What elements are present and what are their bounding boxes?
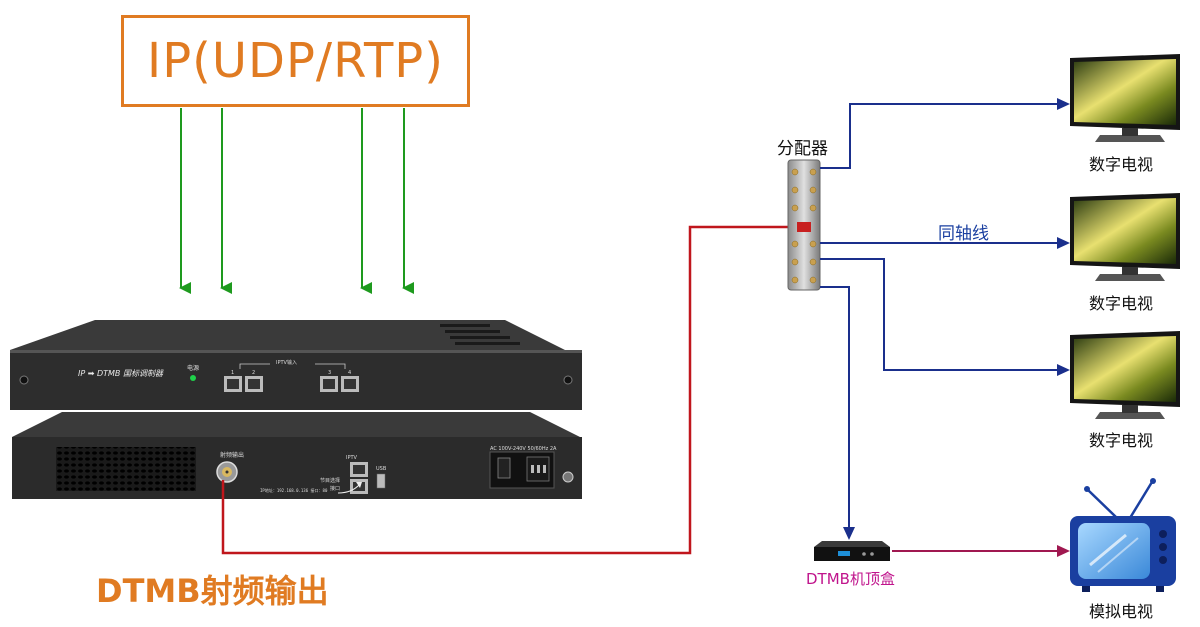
digital-tv-1-label: 数字电视 — [1089, 155, 1154, 174]
power-label: 电源 — [187, 364, 199, 372]
set-top-box-icon — [814, 541, 890, 561]
coax-label: 同轴线 — [938, 224, 989, 244]
arrow-head-icon — [1057, 545, 1070, 557]
ground-screw-icon — [562, 471, 574, 483]
rj45-port-icon — [224, 376, 242, 392]
rj45-port-icon — [320, 376, 338, 392]
iptv-label: IPTV — [346, 455, 358, 461]
arrow-head-icon — [843, 527, 855, 540]
ip-box-title: IP(UDP/RTP) — [147, 33, 444, 89]
port-number-4: 4 — [348, 370, 351, 376]
port-number-1: 1 — [231, 370, 234, 376]
usb-label: USB — [376, 466, 387, 472]
rf-output-label: DTMB射频输出 — [96, 572, 329, 610]
splitter-device — [787, 159, 821, 291]
brand-text: IP ➡ DTMB 国标调制器 — [78, 369, 164, 378]
power-led-icon — [190, 375, 196, 381]
port-number-2: 2 — [252, 370, 255, 376]
digital-tv-3-icon — [1070, 331, 1180, 419]
coax-line-stb — [820, 286, 850, 528]
arrow-head-icon — [1057, 237, 1070, 249]
digital-tv-1-icon — [1070, 54, 1180, 142]
rj45-port-icon — [245, 376, 263, 392]
analog-tv-label: 模拟电视 — [1089, 602, 1154, 621]
modulator-back-panel: 射频输出 IPTV 节目选择 接口 USB IP地址：192.168.0.136… — [12, 412, 582, 499]
ip-input-box: IP(UDP/RTP) — [121, 15, 470, 107]
analog-tv-icon — [1070, 478, 1176, 592]
port-label: 接口 — [330, 485, 340, 492]
modulator-front-panel: IP ➡ DTMB 国标调制器 电源 IPTV输入 1 2 3 4 — [10, 320, 582, 410]
digital-tv-2-icon — [1070, 193, 1180, 281]
iptv-in-label: IPTV输入 — [276, 359, 297, 366]
coax-lines — [820, 103, 1058, 528]
digital-tv-3-label: 数字电视 — [1089, 431, 1154, 450]
coax-line-tv1 — [820, 103, 1058, 169]
arrow-head-icon — [1057, 364, 1070, 376]
usb-port-icon — [376, 473, 386, 489]
port-number-3: 3 — [328, 370, 331, 376]
ip-input-arrows — [179, 108, 414, 294]
rf-out-label: 射频输出 — [220, 451, 244, 459]
digital-tv-2-label: 数字电视 — [1089, 294, 1154, 313]
rj45-port-icon — [350, 462, 368, 477]
stb-label: DTMB机顶盒 — [806, 570, 895, 588]
channel-select-label: 节目选择 — [320, 477, 340, 484]
rf-connector-icon — [216, 461, 238, 483]
power-spec-text: AC 100V-240V 50/60Hz 2A — [490, 446, 557, 452]
arrow-head-icon — [1057, 98, 1070, 110]
coax-line-tv3 — [820, 258, 1058, 371]
rf-cable — [221, 225, 790, 555]
screw-icon — [19, 375, 29, 385]
power-switch-icon — [497, 457, 511, 479]
ip-address-text: IP地址：192.168.0.136 接口：80 — [260, 487, 328, 493]
screw-icon — [563, 375, 573, 385]
splitter-label: 分配器 — [777, 139, 828, 159]
rj45-port-icon — [341, 376, 359, 392]
